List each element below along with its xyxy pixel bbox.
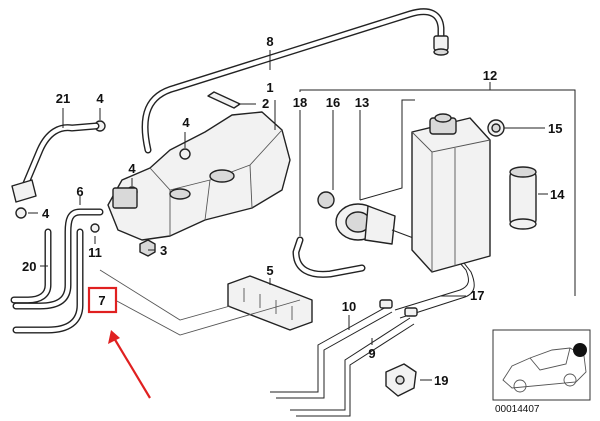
car-locator-inset: 00014407 <box>492 329 591 415</box>
callout-18: 18 <box>293 95 307 110</box>
callout-10: 10 <box>342 299 356 314</box>
purge-valve-assembly <box>292 191 441 278</box>
callout-20: 20 <box>22 259 36 274</box>
callout-16: 16 <box>326 95 340 110</box>
nut-3 <box>139 239 156 257</box>
charcoal-canister-12 <box>411 113 491 273</box>
highlight-callout-7: 7 <box>87 286 151 399</box>
callout-labels: 1 2 3 4 4 4 4 5 6 8 9 10 11 12 13 14 15 … <box>22 34 565 388</box>
callout-7: 7 <box>98 293 105 308</box>
callout-4a: 4 <box>96 91 104 106</box>
bracket-2 <box>207 91 241 109</box>
callout-14: 14 <box>550 187 565 202</box>
hose-8 <box>141 8 449 154</box>
clamps-4 <box>15 120 191 219</box>
callout-6: 6 <box>76 184 83 199</box>
filter-14 <box>509 166 537 230</box>
valve-15 <box>487 119 505 137</box>
callout-12: 12 <box>483 68 497 83</box>
callout-4d: 4 <box>42 206 50 221</box>
hose-21 <box>11 122 100 203</box>
callout-8: 8 <box>266 34 273 49</box>
callout-19: 19 <box>434 373 448 388</box>
inset-frame <box>492 329 591 401</box>
leader-lines <box>28 50 576 381</box>
callout-15: 15 <box>548 121 562 136</box>
callout-4c: 4 <box>128 161 136 176</box>
fuel-tank-1 <box>107 111 291 241</box>
callout-13: 13 <box>355 95 369 110</box>
callout-1: 1 <box>266 80 273 95</box>
callout-17: 17 <box>470 288 484 303</box>
callout-3: 3 <box>160 243 167 258</box>
bracket-5 <box>227 275 313 331</box>
hose-set-lower <box>10 208 104 334</box>
highlight-arrow <box>113 337 151 399</box>
clip-19 <box>385 363 417 397</box>
highlight-box <box>87 286 118 314</box>
callout-9: 9 <box>368 346 375 361</box>
callout-2: 2 <box>262 96 269 111</box>
callout-4b: 4 <box>182 115 190 130</box>
reference-number: 00014407 <box>495 404 540 415</box>
callout-11: 11 <box>88 245 102 260</box>
callout-21: 21 <box>56 91 70 106</box>
fuel-tank-location-marker <box>573 343 587 357</box>
lines-9-10-17 <box>270 239 475 417</box>
highlight-arrowhead <box>108 330 120 344</box>
callout-5: 5 <box>266 263 273 278</box>
